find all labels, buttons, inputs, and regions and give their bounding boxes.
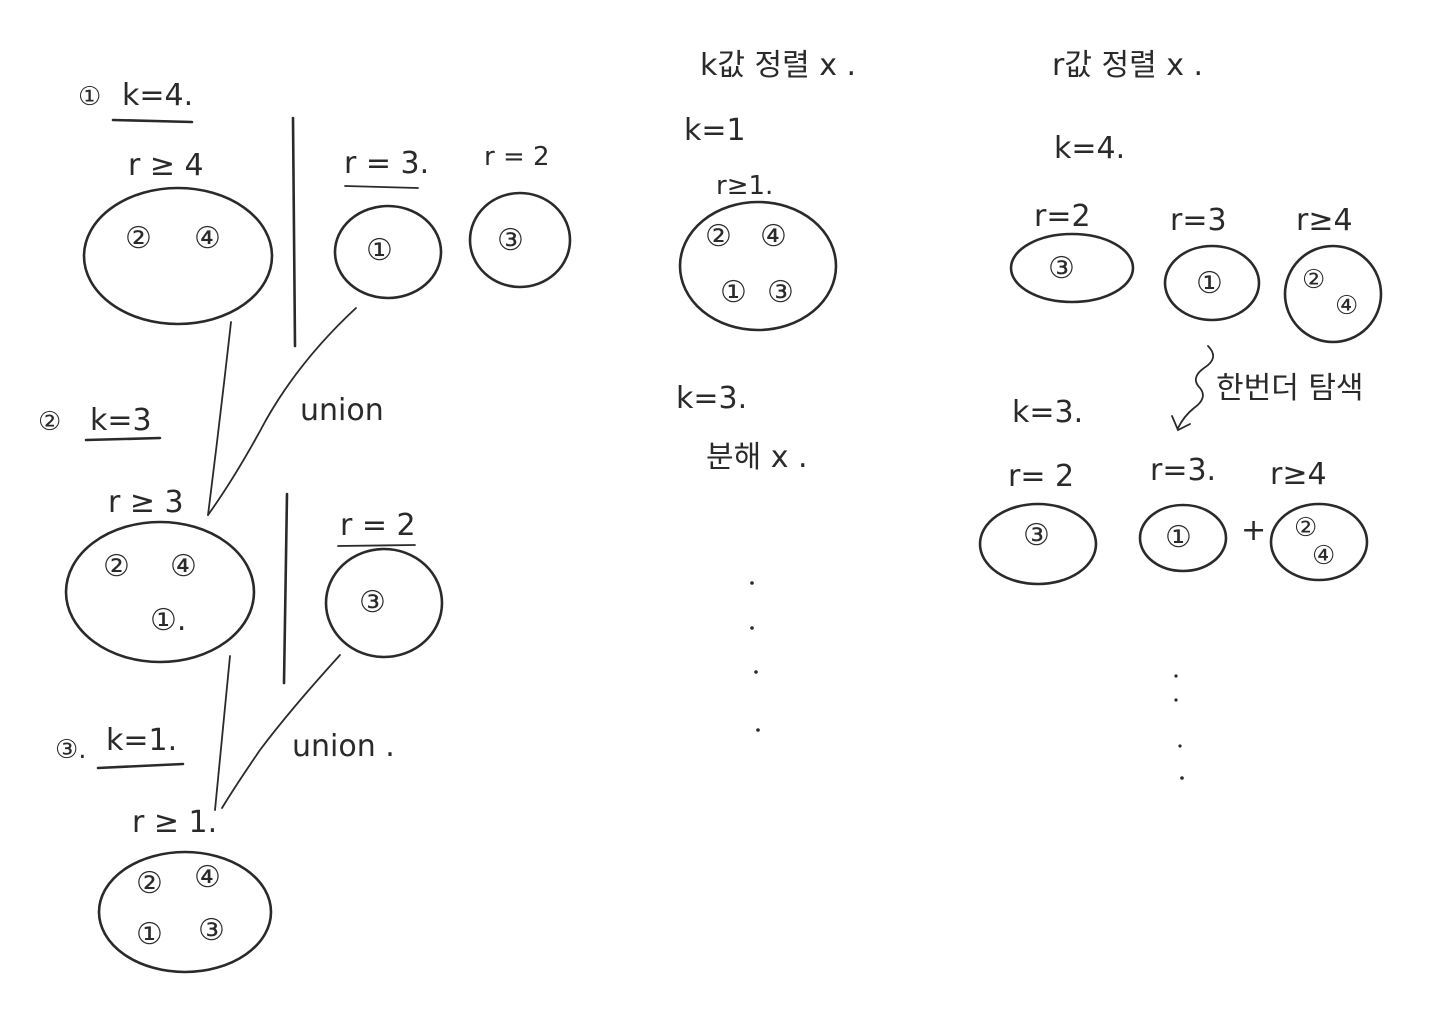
right-ellipsis-dot-4 — [1180, 776, 1184, 780]
step1-group2-underline — [344, 185, 419, 189]
step1-group1-circle — [82, 186, 274, 326]
step1-group2-item1: ① — [366, 233, 393, 268]
step3-group1-item3: ① — [136, 917, 163, 952]
step1-label: k=4. — [122, 78, 193, 113]
middle-k3-label: k=3. — [676, 381, 747, 416]
step1-group3-item1: ③ — [497, 223, 524, 258]
step1-group1-item2: ④ — [194, 221, 221, 256]
right-k3-group3-item2: ④ — [1312, 541, 1335, 571]
step2-group2-circle — [324, 547, 444, 659]
step2-group2-underline — [337, 544, 416, 547]
step1-group2-title: r = 3. — [344, 146, 429, 181]
step2-group1-title: r ≥ 3 — [108, 485, 184, 520]
search-again-arrow — [1177, 345, 1214, 429]
connector-r3-down — [214, 655, 231, 811]
middle-group-item4: ③ — [767, 275, 794, 310]
middle-ellipsis-dot-3 — [754, 670, 758, 674]
step3-label: k=1. — [106, 723, 177, 758]
right-k4-group2-title: r=3 — [1170, 203, 1227, 238]
right-ellipsis-dot-2 — [1174, 698, 1178, 702]
step3-group1-item2: ④ — [194, 860, 221, 895]
step3-group1-item4: ③ — [198, 913, 225, 948]
connector-r4-down — [207, 321, 232, 516]
right-k4-group3-item1: ② — [1302, 265, 1325, 295]
step2-divider — [282, 492, 289, 685]
step3-marker: ③. — [55, 735, 87, 765]
step3-underline — [96, 762, 185, 770]
right-k3-group2-title: r=3. — [1150, 453, 1216, 488]
step2-group2-title: r = 2 — [340, 508, 416, 543]
middle-group-item3: ① — [720, 275, 747, 310]
step2-group1-item1: ② — [103, 549, 130, 584]
union-label-2: union . — [292, 729, 395, 764]
right-k4-group2-item1: ① — [1196, 266, 1223, 301]
right-k4-group3-title: r≥4 — [1296, 203, 1353, 238]
step2-underline — [84, 436, 162, 442]
right-k4-group3-circle — [1283, 244, 1383, 344]
connector-r3-union — [207, 307, 357, 516]
middle-group-item1: ② — [705, 219, 732, 254]
middle-heading: k값 정렬 x . — [700, 48, 856, 83]
right-k4-group1-circle — [1009, 232, 1135, 304]
step2-label: k=3 — [90, 403, 152, 438]
right-k4-label: k=4. — [1054, 131, 1125, 166]
right-k3-group3-item1: ② — [1294, 513, 1317, 543]
step1-underline — [111, 118, 194, 124]
middle-ellipsis-dot-4 — [756, 728, 760, 732]
right-k3-plus: + — [1241, 513, 1266, 548]
middle-k1-label: k=1 — [684, 113, 746, 148]
right-k3-group1-title: r= 2 — [1008, 459, 1074, 494]
search-again-note: 한번더 탐색 — [1216, 371, 1364, 406]
right-heading: r값 정렬 x . — [1052, 48, 1203, 83]
middle-group-circle — [678, 200, 838, 332]
step2-marker: ② — [38, 407, 61, 437]
step3-group1-item1: ② — [136, 866, 163, 901]
right-k3-label: k=3. — [1012, 395, 1083, 430]
search-again-arrowhead — [1171, 415, 1191, 432]
step1-group3-circle — [468, 191, 572, 289]
middle-group-title: r≥1. — [716, 171, 773, 201]
step1-marker: ① — [78, 82, 101, 112]
step3-group1-circle — [97, 850, 273, 974]
middle-ellipsis-dot-1 — [750, 581, 754, 585]
right-k3-group1-item1: ③ — [1023, 518, 1050, 553]
right-ellipsis-dot-3 — [1178, 744, 1182, 748]
middle-group-item2: ④ — [760, 219, 787, 254]
right-k4-group1-title: r=2 — [1034, 199, 1091, 234]
middle-ellipsis-dot-2 — [750, 626, 754, 630]
step2-group1-item2: ④ — [170, 549, 197, 584]
right-k3-group1-circle — [978, 502, 1098, 586]
middle-note: 분해 x . — [706, 440, 808, 475]
step1-group1-title: r ≥ 4 — [128, 148, 204, 183]
connector-r2-union — [221, 654, 341, 809]
right-k4-group2-circle — [1163, 244, 1261, 322]
right-k3-group3-title: r≥4 — [1270, 457, 1327, 492]
step3-group1-title: r ≥ 1. — [132, 805, 217, 840]
step1-group2-circle — [333, 204, 443, 300]
step2-group2-item1: ③ — [359, 585, 386, 620]
step1-group1-item1: ② — [125, 221, 152, 256]
step2-group1-circle — [64, 520, 256, 664]
right-k4-group3-item2: ④ — [1335, 291, 1358, 321]
right-ellipsis-dot-1 — [1174, 674, 1178, 678]
right-k3-group2-circle — [1138, 503, 1228, 573]
step1-group3-title: r = 2 — [484, 142, 550, 172]
right-k3-group3-circle — [1269, 502, 1369, 582]
right-k3-group2-item1: ① — [1165, 520, 1192, 555]
union-label-1: union — [300, 393, 384, 428]
step2-group1-item3: ①. — [150, 603, 186, 638]
step1-divider — [291, 116, 297, 348]
right-k4-group1-item1: ③ — [1048, 251, 1075, 286]
